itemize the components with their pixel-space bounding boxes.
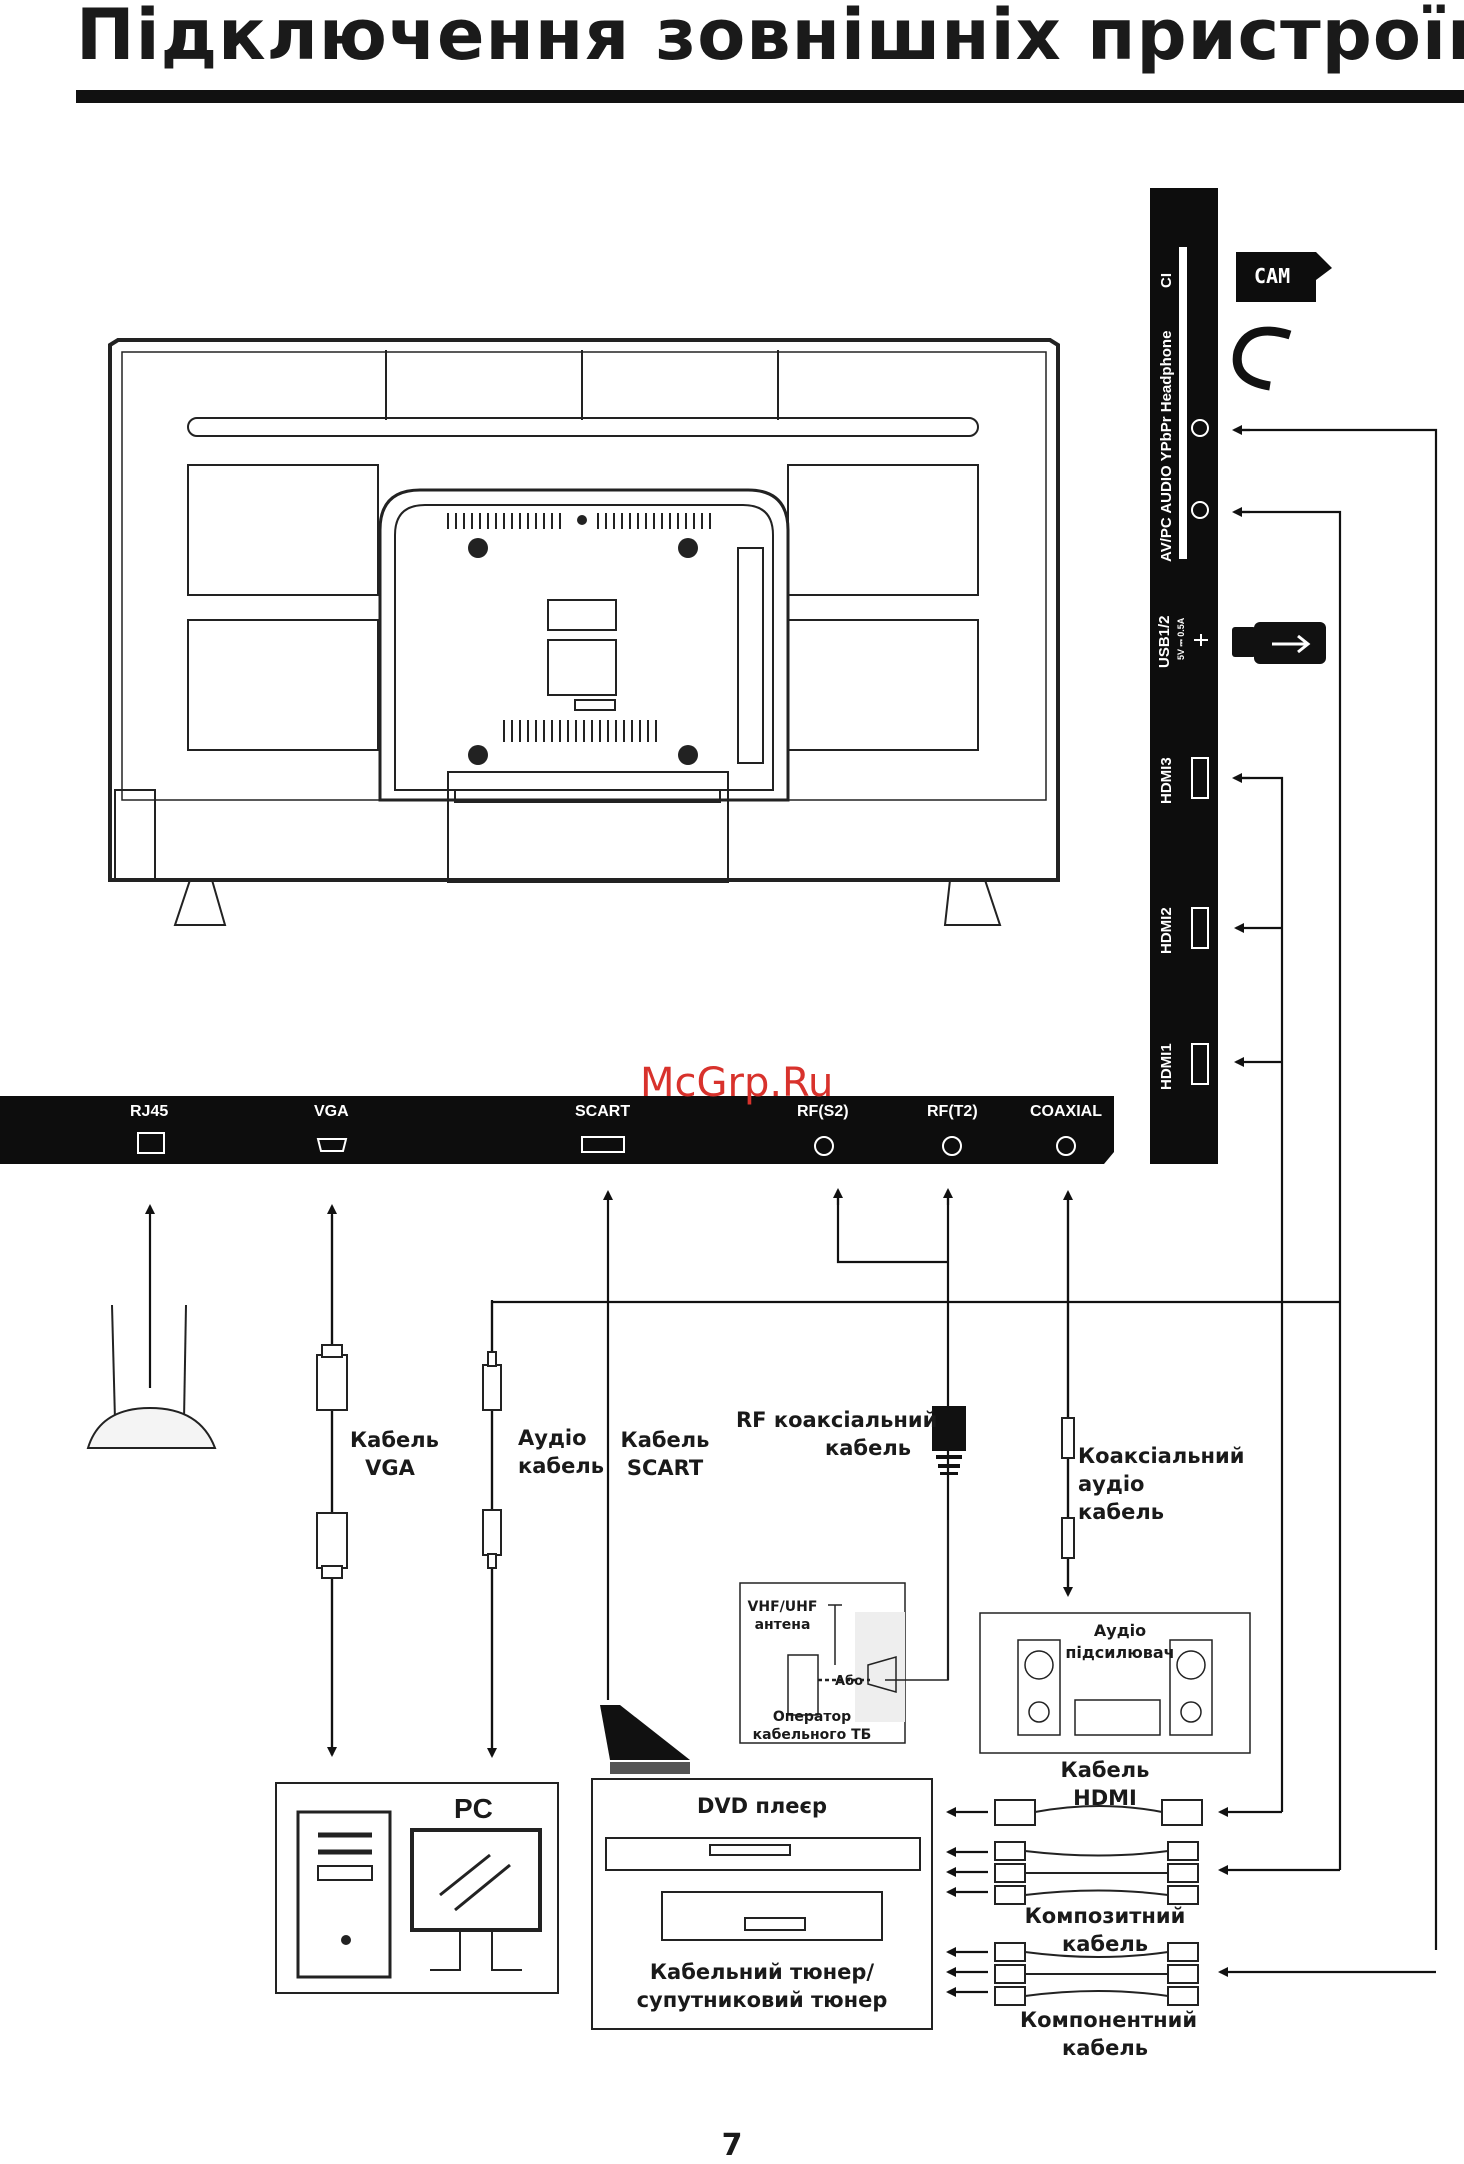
port-label-rft2: RF(T2) <box>927 1103 978 1120</box>
component-trunk <box>1236 428 1438 1950</box>
pc-label: PC <box>454 1793 493 1824</box>
rf-cable-plug <box>932 1406 966 1475</box>
dvd-box <box>591 1778 933 2030</box>
cam-icon-label: CAM <box>1254 264 1291 288</box>
port-label-scart: SCART <box>575 1103 631 1120</box>
tuner-label: Кабельний тюнер/супутниковий тюнер <box>636 1960 888 2012</box>
rj45-port <box>137 1132 165 1154</box>
component-cable <box>994 1942 1199 2006</box>
rfs2-line <box>836 1192 948 1264</box>
port-label-vga: VGA <box>314 1103 349 1120</box>
vga-cable <box>316 1344 348 1579</box>
hdmi1-port <box>1191 1043 1209 1085</box>
hdmi-cable <box>994 1799 1203 1826</box>
composite-cable <box>994 1841 1199 1905</box>
port-label-hdmi1: HDMI1 <box>1158 1043 1175 1090</box>
coax-audio-cable <box>1061 1417 1075 1559</box>
hdmi3-port <box>1191 757 1209 799</box>
hdmi2-port <box>1191 907 1209 949</box>
scart-port <box>581 1136 625 1153</box>
ci-slot <box>1179 247 1187 559</box>
port-label-hdmi3: HDMI3 <box>1158 757 1175 804</box>
tv-back-illustration <box>108 338 1060 926</box>
port-label-rfs2: RF(S2) <box>797 1103 849 1120</box>
page-number: 7 <box>721 2128 743 2163</box>
hdmi3-line <box>1236 776 1284 1812</box>
rfs2-port <box>814 1136 834 1156</box>
dvd-label: DVD плеєр <box>696 1794 828 1818</box>
rft2-port <box>942 1136 962 1156</box>
watermark: McGrp.Ru <box>640 1060 834 1106</box>
port-label-usb-rating: 5V ⎓ 0.5A <box>1176 617 1186 660</box>
page-title: Підключення зовнішніх пристроїв <box>76 0 1464 76</box>
av-audio-jack <box>1191 501 1209 519</box>
antenna-box <box>739 1520 949 1744</box>
port-label-coaxial: COAXIAL <box>1030 1103 1102 1120</box>
bottom-port-panel <box>0 1096 1114 1164</box>
audio-line <box>490 1300 1340 1755</box>
port-label-usb: USB1/2 <box>1156 615 1173 668</box>
port-label-hdmi2: HDMI2 <box>1158 907 1175 954</box>
usb-stick-icon <box>1232 622 1326 664</box>
audio-cable <box>482 1351 502 1569</box>
port-label-headphone: AV/PC AUDIO YPbPr Headphone <box>1158 330 1175 562</box>
headphone-cable-icon <box>1232 326 1292 391</box>
port-label-ci: CI <box>1158 273 1175 288</box>
router-illustration <box>86 1304 217 1449</box>
amplifier-box <box>979 1612 1251 1754</box>
usb-port-icon <box>1194 634 1208 646</box>
port-label-rj45: RJ45 <box>130 1103 169 1120</box>
or-label: Або <box>835 1674 864 1689</box>
composite-trunk <box>1236 510 1342 1870</box>
cam-card-icon <box>1236 252 1332 302</box>
title-rule <box>76 90 1464 103</box>
vga-port <box>316 1138 348 1152</box>
coaxial-port <box>1056 1136 1076 1156</box>
pc-box <box>275 1782 559 1994</box>
headphone-jack <box>1191 419 1209 437</box>
scart-plug <box>600 1705 690 1774</box>
